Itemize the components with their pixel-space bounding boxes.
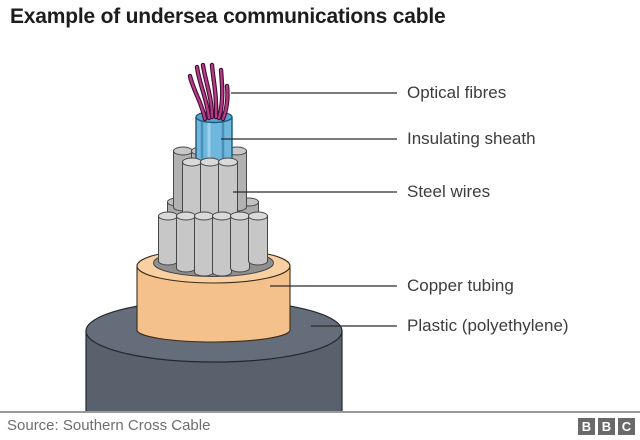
steel-wires-outer-front (158, 211, 268, 277)
steel-wire (248, 211, 268, 266)
steel-wire (218, 157, 238, 220)
steel-wire (182, 157, 202, 220)
page-title: Example of undersea communications cable (10, 5, 446, 28)
steel-wires-inner-front (182, 157, 238, 220)
steel-wire (194, 211, 214, 277)
label-steel-wires: Steel wires (407, 182, 491, 201)
steel-wire (200, 157, 220, 220)
footer-divider (0, 411, 640, 413)
steel-wire (176, 211, 196, 273)
label-optical-fibres: Optical fibres (407, 83, 507, 102)
label-insulating-sheath: Insulating sheath (407, 129, 536, 148)
steel-wire (212, 211, 232, 277)
bbc-logo-letter: B (598, 418, 615, 435)
optical-fibres (187, 62, 230, 122)
bbc-logo-letter: B (578, 418, 595, 435)
leader-lines (221, 92, 397, 327)
bbc-logo: B B C (578, 418, 635, 435)
source-credit: Source: Southern Cross Cable (7, 417, 211, 434)
steel-wire (158, 211, 178, 266)
label-copper-tubing: Copper tubing (407, 276, 514, 295)
bbc-logo-letter: C (618, 418, 635, 435)
label-plastic-polyethylene: Plastic (polyethylene) (407, 316, 569, 335)
cable-diagram (85, 62, 397, 411)
steel-wire (230, 211, 250, 273)
